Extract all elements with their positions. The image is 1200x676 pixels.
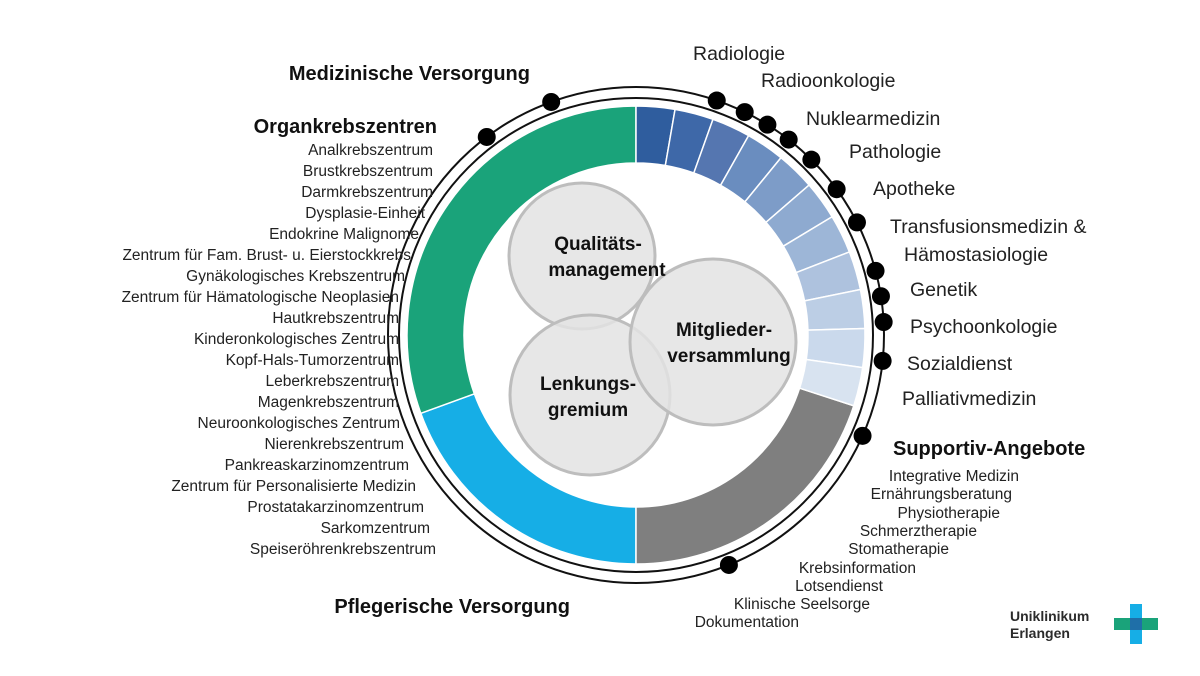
venn-circle-qm: [507, 181, 657, 331]
organ-item: Analkrebszentrum: [308, 142, 433, 159]
support-item: Physiotherapie: [897, 504, 1000, 522]
support-item: Integrative Medizin: [888, 468, 1019, 485]
organ-item: Dysplasie-Einheit: [305, 205, 425, 222]
organ-item: Neuroonkologisches Zentrum: [197, 415, 400, 432]
logo-cross-icon: [1114, 604, 1158, 644]
organ-item: Speiseröhrenkrebszentrum: [249, 541, 436, 558]
lg-label-2: gremium: [548, 400, 628, 421]
venn-circle-mv: [628, 257, 798, 427]
ring-node-dot: [853, 426, 872, 445]
support-item: Ernährungsberatung: [870, 486, 1012, 504]
discipline-item: Transfusionsmedizin &: [890, 216, 1087, 238]
mv-label-2: versammlung: [667, 346, 791, 367]
organ-item: Prostatakarzinomzentrum: [247, 499, 424, 516]
outer-ring-line: [387, 86, 885, 584]
discipline-item: Sozialdienst: [907, 353, 1013, 375]
heading-organkrebszentren: Organkrebszentren: [253, 116, 437, 138]
ring-node-dot: [873, 351, 892, 370]
organ-item: Zentrum für Personalisierte Medizin: [171, 478, 416, 495]
arc-discipline-segment: [798, 358, 864, 407]
qm-label-2: management: [548, 260, 666, 281]
ring-node-dot: [802, 150, 821, 169]
support-item: Krebsinformation: [798, 559, 916, 577]
discipline-item: Psychoonkologie: [910, 316, 1058, 338]
ring-node-dot: [874, 313, 893, 332]
logo-line-2: Erlangen: [1010, 625, 1070, 641]
discipline-item: Radiologie: [693, 43, 786, 65]
ring-node-dot: [477, 127, 496, 146]
organ-item: Kinderonkologisches Zentrum: [193, 331, 399, 348]
organ-item: Nierenkrebszentrum: [264, 436, 404, 453]
ring-node-dot: [847, 213, 866, 232]
organ-item: Gynäkologisches Krebszentrum: [186, 268, 405, 285]
discipline-item: Apotheke: [873, 178, 956, 200]
organ-item: Leberkrebszentrum: [265, 373, 399, 390]
heading-medizinische-versorgung: Medizinische Versorgung: [288, 63, 530, 85]
lg-label-1: Lenkungs-: [540, 374, 636, 395]
logo-uniklinikum-erlangen: Uniklinikum Erlangen: [1010, 604, 1160, 648]
support-item: Schmerztherapie: [859, 522, 977, 540]
ring-node-dot: [707, 91, 726, 110]
organ-item: Pankreaskarzinomzentrum: [224, 457, 409, 474]
ring-node-dot: [871, 287, 890, 306]
discipline-item: Nuklearmedizin: [806, 108, 941, 130]
qm-label-1: Qualitäts-: [554, 234, 642, 255]
arc-supportiv-angebote: [635, 387, 855, 565]
discipline-item: Pathologie: [849, 141, 942, 163]
organ-item: Endokrine Malignome: [269, 226, 419, 243]
ring-node-dot: [758, 115, 777, 134]
ring-node-dot: [735, 103, 754, 122]
discipline-item: Radioonkologie: [761, 70, 896, 92]
organ-item: Sarkomzentrum: [320, 520, 430, 537]
organ-item: Kopf-Hals-Tumorzentrum: [225, 352, 399, 369]
discipline-item: Genetik: [910, 279, 978, 301]
organ-item: Zentrum für Fam. Brust- u. Eierstockkreb…: [122, 247, 411, 264]
ring-node-dot: [866, 261, 885, 280]
ring-node-dot: [827, 180, 846, 199]
logo-line-1: Uniklinikum: [1010, 608, 1090, 624]
organ-item: Brustkrebszentrum: [302, 163, 433, 180]
support-item: Stomatherapie: [848, 541, 949, 559]
support-item: Klinische Seelsorge: [733, 596, 870, 614]
ring-node-dot: [542, 92, 561, 111]
organ-item: Hautkrebszentrum: [272, 310, 399, 327]
heading-pflegerische-versorgung: Pflegerische Versorgung: [334, 596, 570, 618]
organ-item: Magenkrebszentrum: [257, 394, 399, 411]
support-item: Lotsendienst: [795, 577, 883, 595]
support-item: Dokumentation: [694, 614, 799, 632]
organ-item: Darmkrebszentrum: [301, 184, 433, 201]
discipline-item: Hämostasiologie: [904, 244, 1049, 266]
ring-node-dot: [779, 130, 798, 149]
ring-node-dot: [719, 555, 738, 574]
mv-label-1: Mitglieder-: [676, 320, 772, 341]
organ-item: Zentrum für Hämatologische Neoplasien: [121, 289, 399, 306]
discipline-item: Palliativmedizin: [902, 388, 1037, 410]
inner-ring-line: [398, 97, 874, 573]
heading-supportiv-angebote: Supportiv-Angebote: [893, 438, 1086, 460]
